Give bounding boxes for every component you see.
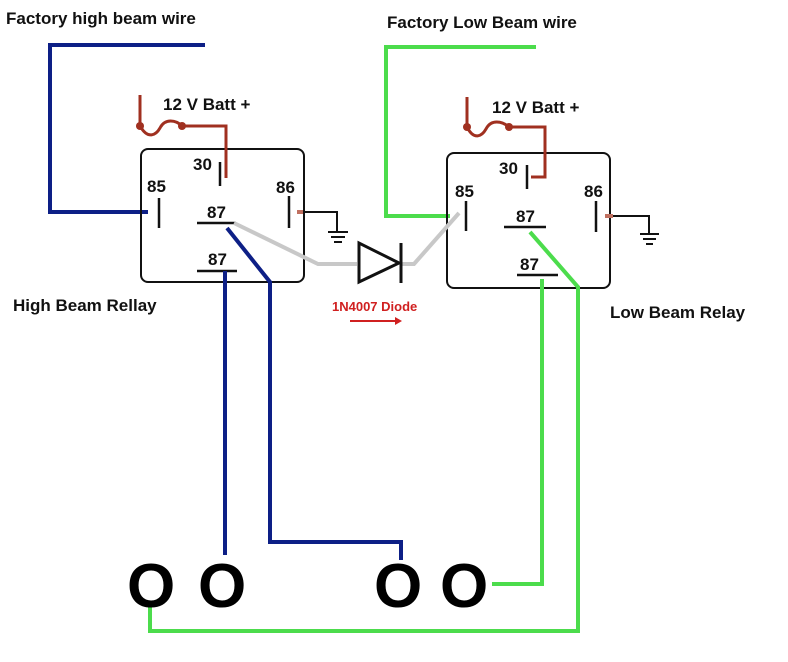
pin-30-label: 30 [499,159,518,178]
factory-low-beam-label: Factory Low Beam wire [387,13,577,32]
battery-feed-left [136,95,228,178]
diode-icon [357,240,403,285]
pin-86-label: 86 [584,182,603,201]
low-beam-relay: 30 85 86 87 87 [446,152,659,289]
pin-87-label: 87 [207,203,226,222]
high-beam-factory-wire [48,43,205,214]
fuse-icon [465,120,510,138]
pin-87b-label: 87 [520,255,539,274]
pin-87b-label: 87 [208,250,227,269]
lamp-2: O [198,552,246,621]
diode-wire-right [400,211,461,266]
diode-wire-left [233,221,357,266]
pin-86-label: 86 [276,178,295,197]
diode-label: 1N4007 Diode [332,299,417,314]
factory-high-beam-label: Factory high beam wire [6,9,196,28]
relay-body [140,148,305,283]
battery-wire-to-30 [509,125,547,179]
fuse-terminal [463,123,471,131]
relay-body [446,152,611,289]
low-87-to-lamp-4 [492,279,544,586]
lamp-1: O [127,552,175,621]
pin-85-label: 85 [455,182,474,201]
lamp-4: O [440,552,488,621]
ground-wire [608,215,650,234]
fuse-icon [138,119,184,137]
battery-feed-right [463,97,547,179]
high-beam-relay: 30 85 86 87 87 [140,148,348,283]
arrow-head-icon [395,317,402,325]
battery-wire-to-30 [182,124,228,178]
high-87-to-lamp-3 [225,226,403,560]
ground-wire [300,211,338,232]
battery-label-left: 12 V Batt + [163,95,250,114]
pin-86-terminal [605,214,613,218]
fuse-terminal [136,122,144,130]
low-87-to-lamp-1 [148,230,580,633]
pin-85-label: 85 [147,177,166,196]
battery-label-right: 12 V Batt + [492,98,579,117]
pin-86-terminal [297,210,303,214]
low-beam-factory-wire [384,45,536,218]
lamp-3: O [374,552,422,621]
pin-87-label: 87 [516,207,535,226]
high-beam-relay-label: High Beam Rellay [13,296,157,315]
pin-30-label: 30 [193,155,212,174]
low-beam-relay-label: Low Beam Relay [610,303,746,322]
